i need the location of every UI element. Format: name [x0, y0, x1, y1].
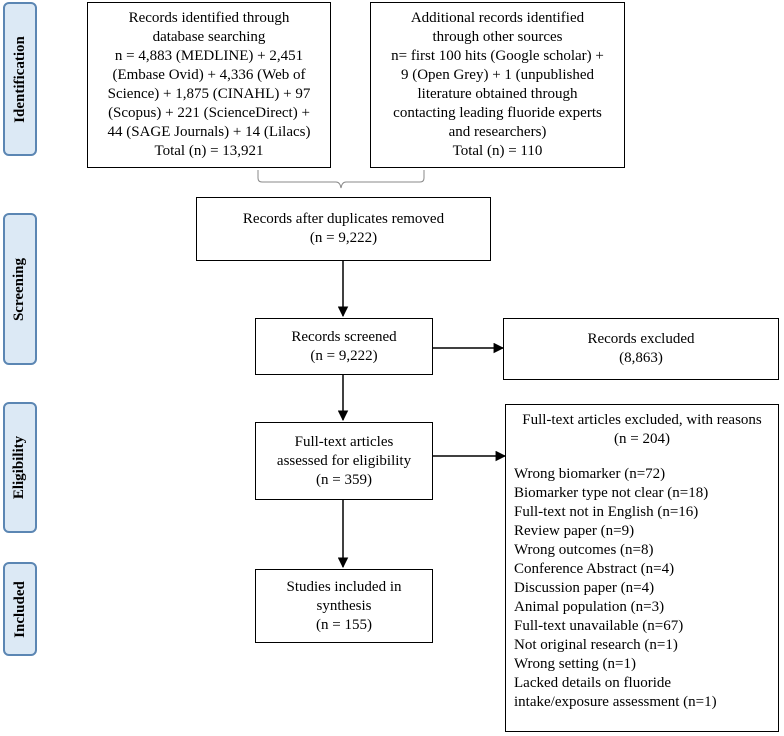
records-screened-box: Records screened (n = 9,222) [255, 318, 433, 375]
screened-line-1: Records screened [291, 328, 397, 345]
stage-eligibility: Eligibility [3, 402, 37, 533]
fulltext-line-2: assessed for eligibility [276, 452, 412, 469]
database-records-box: Records identified through database sear… [87, 2, 331, 168]
excluded-line-2: (8,863) [619, 350, 663, 366]
other-line-3: n= first 100 hits (Google scholar) + [391, 48, 604, 64]
included-line-1: Studies included in [286, 578, 402, 595]
reason-item: Lacked details on fluoride [514, 675, 672, 691]
reason-item: intake/exposure assessment (n=1) [514, 694, 717, 710]
reason-item: Animal population (n=3) [514, 599, 665, 615]
excluded-heading-line-1: Full-text articles excluded, with reason… [522, 412, 762, 428]
other-sources-box: Additional records identified through ot… [370, 2, 625, 168]
database-line-6: (Scopus) + 221 (ScienceDirect) + [108, 105, 310, 121]
studies-included-box: Studies included in synthesis (n = 155) [255, 569, 433, 643]
database-line-7: 44 (SAGE Journals) + 14 (Lilacs) [107, 124, 311, 140]
excluded-heading-line-2: (n = 204) [614, 431, 670, 447]
reason-item: Wrong setting (n=1) [514, 656, 636, 672]
reason-item: Full-text unavailable (n=67) [514, 618, 684, 634]
duplicates-line-2: (n = 9,222) [309, 230, 378, 246]
reason-item: Wrong outcomes (n=8) [514, 542, 654, 558]
database-line-1: Records identified through [128, 10, 290, 26]
reason-item: Wrong biomarker (n=72) [514, 466, 666, 482]
other-line-4: 9 (Open Grey) + 1 (unpublished [400, 67, 594, 83]
other-line-5: literature obtained through [417, 86, 578, 102]
database-line-3: n = 4,883 (MEDLINE) + 2,451 [114, 48, 304, 64]
merge-brace [257, 170, 425, 189]
fulltext-excluded-heading: Full-text articles excluded, with reason… [514, 411, 770, 449]
reason-item: Review paper (n=9) [514, 523, 635, 539]
records-excluded-box: Records excluded (8,863) [503, 318, 779, 380]
other-line-7: and researchers) [448, 124, 547, 140]
stage-identification: Identification [3, 2, 37, 156]
database-line-5: Science) + 1,875 (CINAHL) + 97 [107, 86, 311, 102]
included-line-3: (n = 155) [316, 616, 372, 633]
fulltext-line-3: (n = 359) [316, 471, 372, 488]
database-line-4: (Embase Ovid) + 4,336 (Web of [112, 67, 306, 83]
other-line-6: contacting leading fluoride experts [393, 105, 602, 121]
reason-item: Full-text not in English (n=16) [514, 504, 699, 520]
fulltext-excluded-box: Full-text articles excluded, with reason… [505, 404, 779, 732]
other-line-8: Total (n) = 110 [452, 143, 543, 159]
fulltext-assessed-box: Full-text articles assessed for eligibil… [255, 422, 433, 500]
duplicates-line-1: Records after duplicates removed [242, 211, 445, 227]
reason-item: Conference Abstract (n=4) [514, 561, 675, 577]
stage-screening: Screening [3, 213, 37, 365]
screened-line-2: (n = 9,222) [310, 347, 378, 364]
duplicates-removed-box: Records after duplicates removed (n = 9,… [196, 197, 491, 261]
reason-item: Discussion paper (n=4) [514, 580, 655, 596]
fulltext-line-1: Full-text articles [294, 433, 394, 450]
reason-item: Biomarker type not clear (n=18) [514, 485, 709, 501]
other-line-1: Additional records identified [410, 10, 585, 26]
other-line-2: through other sources [432, 29, 563, 45]
stage-included: Included [3, 562, 37, 656]
reason-item: Not original research (n=1) [514, 637, 678, 653]
database-line-2: database searching [152, 29, 266, 45]
database-line-8: Total (n) = 13,921 [154, 143, 264, 159]
included-line-2: synthesis [316, 597, 372, 614]
excluded-line-1: Records excluded [587, 331, 695, 347]
